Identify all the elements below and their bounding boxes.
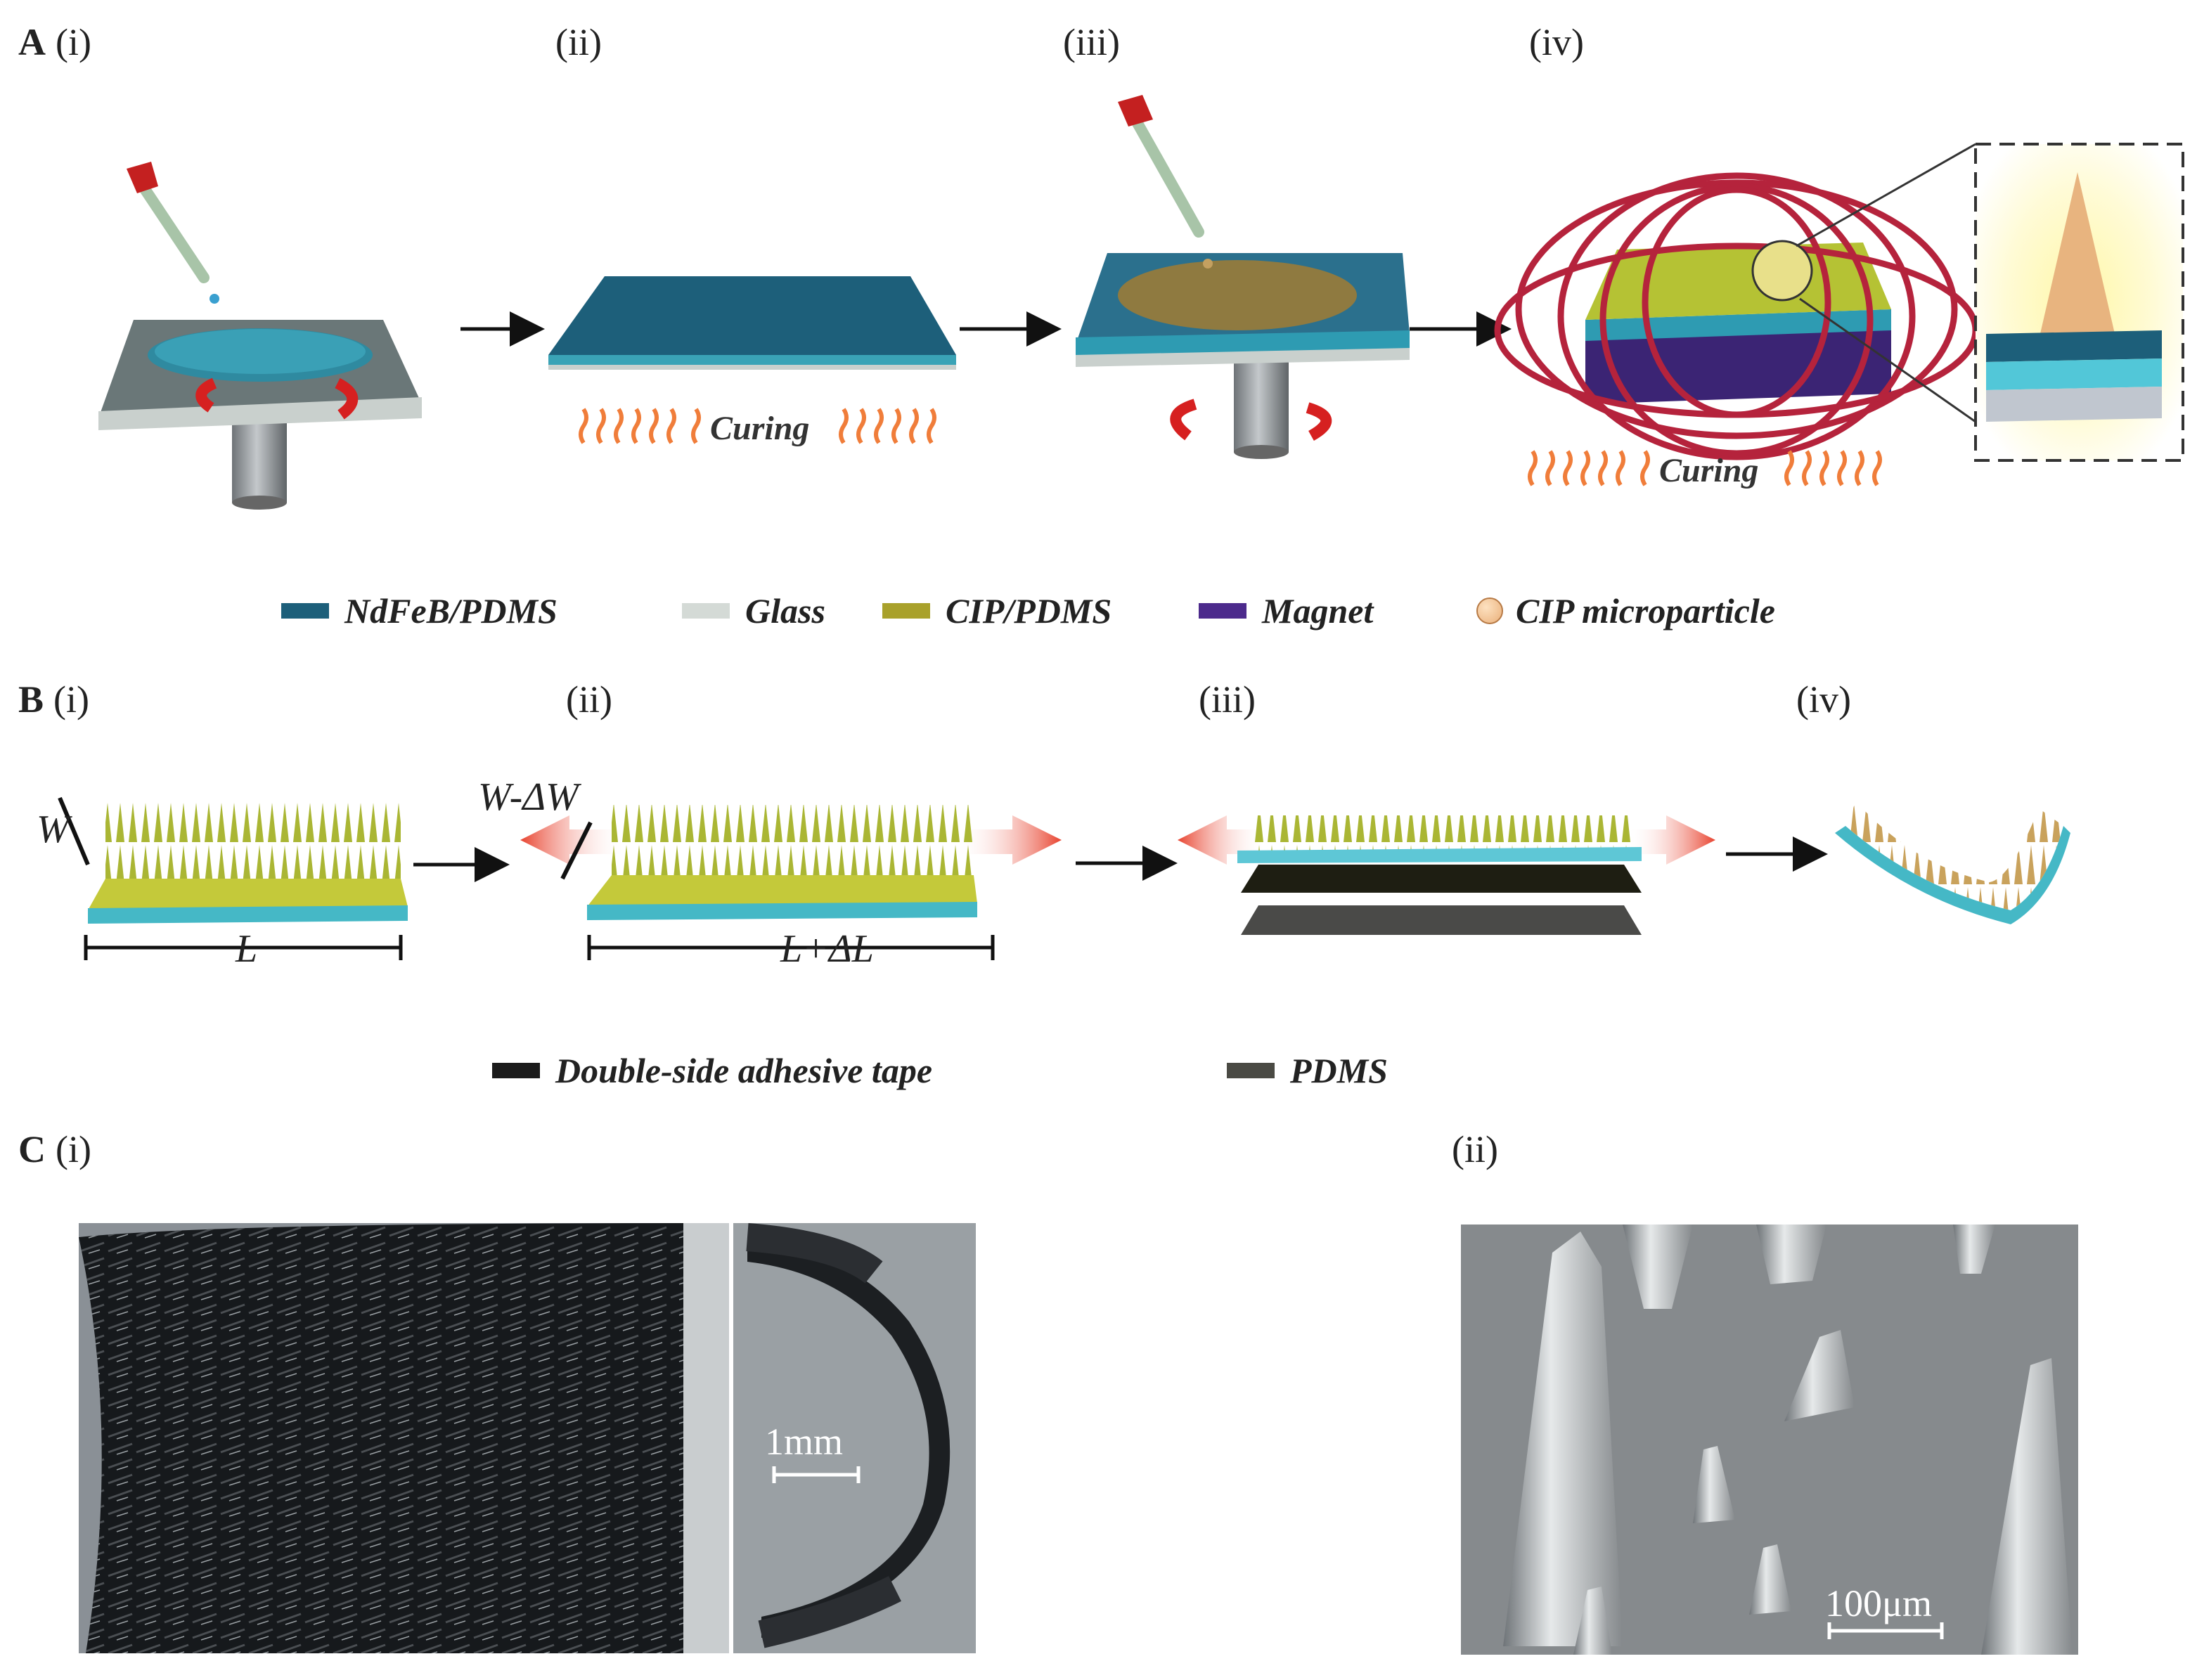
cip-coating-step-iii bbox=[1076, 95, 1410, 459]
scale-label-100um: 100μm bbox=[1825, 1582, 1932, 1624]
panel-c-label: C(i) bbox=[18, 1128, 91, 1170]
panel-b-step-iv: (iv) bbox=[1796, 678, 1851, 721]
legend-swatch bbox=[682, 603, 730, 619]
width-label: W bbox=[37, 808, 70, 851]
film-step-i bbox=[58, 796, 408, 960]
panel-b-label: B(i) bbox=[18, 678, 89, 721]
legend-magnet: Magnet bbox=[1199, 590, 1373, 631]
heat-waves-iv bbox=[1528, 450, 1882, 486]
legend-cip-pdms: CIP/PDMS bbox=[882, 590, 1112, 631]
optical-micrograph-flat bbox=[79, 1223, 729, 1653]
film-step-iv-bent bbox=[1835, 801, 2070, 924]
legend-cip-microparticle: CIP microparticle bbox=[1476, 590, 1775, 631]
legend-ndfeb-pdms: NdFeB/PDMS bbox=[281, 590, 558, 631]
panel-b-diagram bbox=[58, 796, 2070, 960]
panel-a-label: A(i) bbox=[18, 21, 91, 63]
legend-swatch bbox=[281, 603, 329, 619]
film-step-iii-laminate bbox=[1178, 815, 1715, 935]
optical-micrograph-bent bbox=[733, 1223, 976, 1653]
legend-particle-icon bbox=[1476, 597, 1503, 624]
curing-label-iv: Curing bbox=[1659, 452, 1759, 489]
stretched-width-label: W-ΔW bbox=[478, 775, 579, 819]
sem-micrograph bbox=[1461, 1225, 2078, 1655]
panel-a-step-iii: (iii) bbox=[1063, 21, 1120, 63]
legend-glass: Glass bbox=[682, 590, 825, 631]
curing-label-ii: Curing bbox=[710, 410, 810, 447]
panel-b-step-iii: (iii) bbox=[1199, 678, 1256, 721]
film-step-ii-stretched bbox=[520, 805, 1062, 960]
legend-swatch bbox=[1227, 1063, 1275, 1078]
legend-swatch bbox=[1199, 603, 1246, 619]
zoom-inset-cip-cone bbox=[1974, 143, 2184, 462]
scale-label-1mm: 1mm bbox=[765, 1421, 844, 1463]
heat-waves-ii bbox=[579, 408, 936, 444]
length-label: L bbox=[236, 927, 258, 971]
magnet-field-step-iv bbox=[1494, 143, 1979, 460]
spin-coater-step-i bbox=[98, 162, 422, 510]
stretched-length-label: L+ΔL bbox=[780, 927, 874, 971]
panel-c-step-ii: (ii) bbox=[1452, 1128, 1498, 1170]
curing-plate-step-ii bbox=[548, 276, 956, 370]
legend-swatch bbox=[882, 603, 930, 619]
legend-pdms: PDMS bbox=[1227, 1050, 1388, 1091]
legend-adhesive-tape: Double-side adhesive tape bbox=[492, 1050, 932, 1091]
legend-swatch bbox=[492, 1063, 540, 1078]
panel-a-diagram bbox=[98, 95, 2184, 510]
panel-a-step-iv: (iv) bbox=[1529, 21, 1584, 63]
panel-a-step-ii: (ii) bbox=[555, 21, 602, 63]
panel-b-step-ii: (ii) bbox=[566, 678, 612, 721]
